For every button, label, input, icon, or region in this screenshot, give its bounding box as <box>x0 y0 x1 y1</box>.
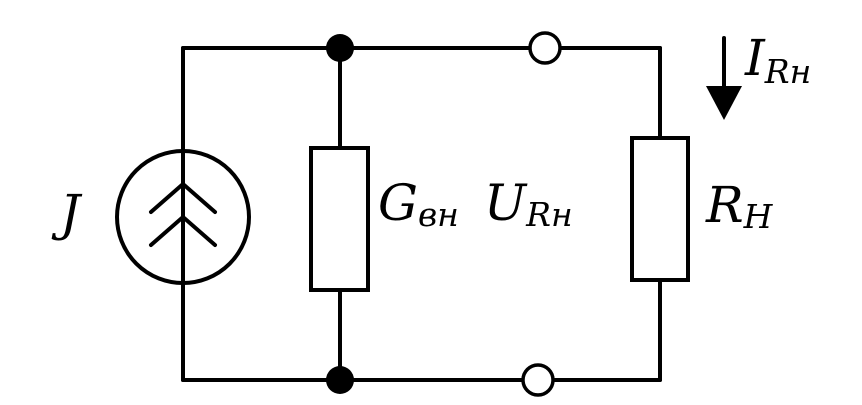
current-label: IRн <box>744 29 811 91</box>
load-label: RH <box>705 176 774 236</box>
load-label-main: R <box>705 176 744 234</box>
source-label: J <box>51 184 83 242</box>
source-arrow-lower <box>149 214 217 247</box>
current-label-sub: Rн <box>764 52 812 91</box>
conductance-label-main: G <box>378 174 418 232</box>
bottom-node <box>326 366 354 394</box>
current-label-main: I <box>744 29 766 87</box>
load-resistor <box>630 136 690 282</box>
conductance-label: Gвн <box>378 174 459 234</box>
conductance-resistor <box>309 146 370 292</box>
bottom-terminal <box>521 363 555 397</box>
current-arrow-head <box>706 86 742 120</box>
source-arrow-upper <box>149 181 217 214</box>
voltage-label: URн <box>484 174 573 234</box>
top-node <box>326 34 354 62</box>
conductance-label-sub: вн <box>418 195 459 234</box>
voltage-label-main: U <box>484 174 528 232</box>
top-terminal <box>528 31 562 65</box>
load-label-sub: H <box>743 197 774 236</box>
voltage-label-sub: Rн <box>525 195 573 234</box>
